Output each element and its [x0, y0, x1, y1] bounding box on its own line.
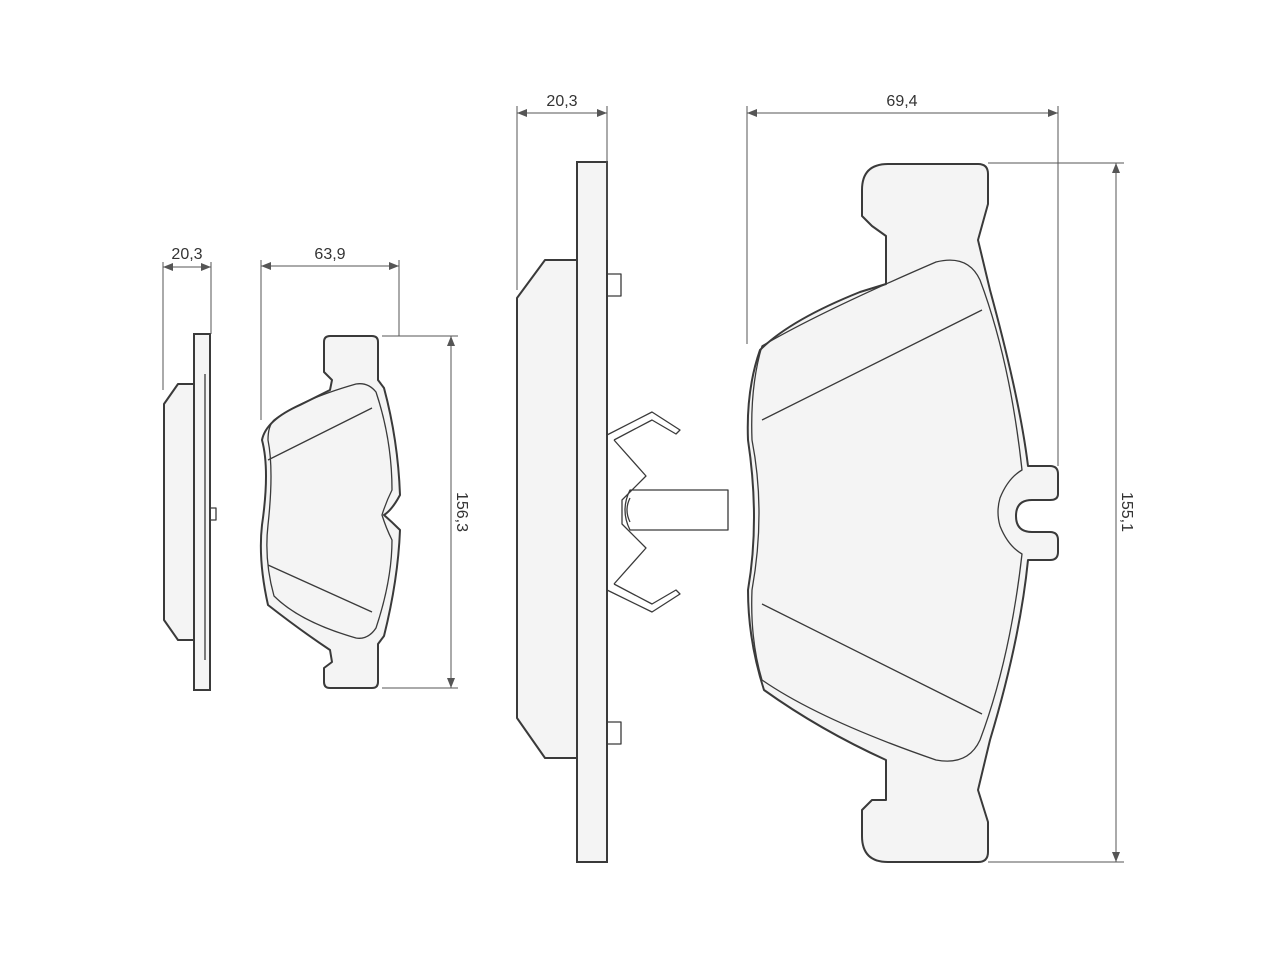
small-pad-side-view [163, 333, 217, 691]
large-pad-friction-side [516, 259, 578, 759]
dimension-label: 20,3 [546, 93, 577, 110]
large-pad-backing-plate [576, 161, 608, 863]
dimension-small-width: 63,9 [260, 246, 400, 420]
small-pad-chamfer-bottom [267, 564, 373, 613]
dimension-label: 20,3 [171, 246, 202, 263]
large-pad-backing-outline [746, 163, 1059, 863]
small-pad-backing-outline [259, 335, 401, 689]
small-pad-clip-stub [209, 507, 217, 521]
dimension-large-thickness: 20,3 [516, 93, 608, 290]
dimension-small-thickness: 20,3 [162, 246, 212, 390]
large-pad-front-view [746, 163, 1059, 863]
large-pad-chamfer-top [761, 309, 983, 421]
large-pad-friction-material [751, 259, 1023, 762]
large-pad-chamfer-bottom [761, 603, 983, 715]
small-pad-friction-side [163, 383, 195, 641]
dimension-small-height: 156,3 [382, 335, 470, 689]
dimension-large-height: 155,1 [988, 162, 1135, 863]
large-pad-side-view [516, 161, 729, 863]
dimension-label: 63,9 [314, 246, 345, 263]
large-pad-spring-clip [606, 411, 729, 613]
dimension-label: 156,3 [453, 492, 470, 532]
small-pad-chamfer-top [267, 407, 373, 461]
dimension-label: 69,4 [886, 93, 917, 110]
small-pad-backing-plate [193, 333, 211, 691]
large-pad-guide-pin-top [606, 273, 622, 297]
dimension-large-width: 69,4 [746, 93, 1059, 466]
large-pad-guide-pin-bottom [606, 721, 622, 745]
dimension-label: 155,1 [1118, 492, 1135, 532]
small-pad-front-view [259, 335, 401, 689]
small-pad-friction-material [266, 383, 393, 639]
